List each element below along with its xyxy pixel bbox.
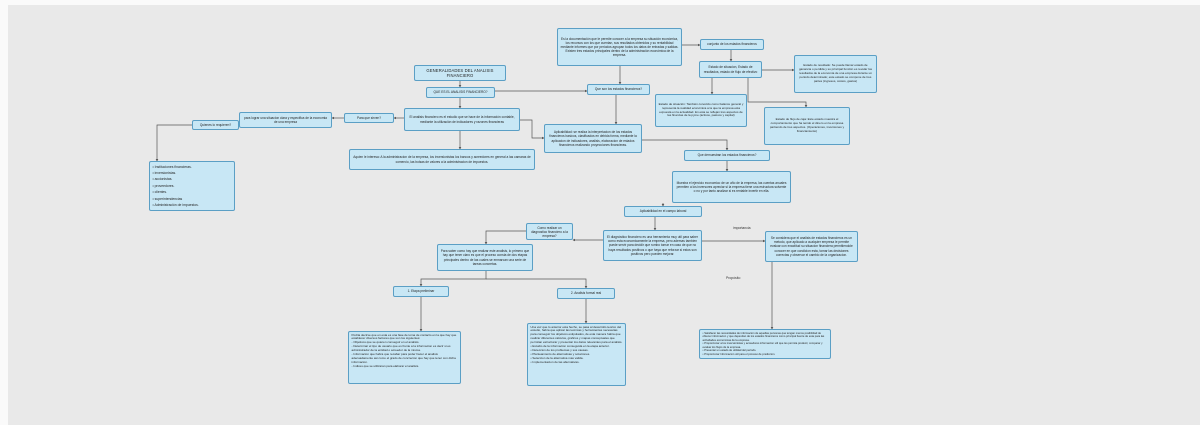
node-estado-flujo-caja[interactable]: Estado de flujo de caja: Este estado mue… bbox=[764, 107, 850, 145]
node-estado-de-situacion[interactable]: Estado de situación: También conocido co… bbox=[655, 94, 747, 127]
canvas-edge-left bbox=[0, 0, 8, 425]
node-campo-laboral[interactable]: Aplicabilidad en el campo laboral bbox=[624, 206, 702, 217]
node-que-son-estados[interactable]: Que son los estados financieros? bbox=[587, 84, 650, 95]
label-importancia: importancia bbox=[733, 226, 751, 230]
node-dos-etapas[interactable]: Para saber como hay que realizar este an… bbox=[437, 244, 533, 271]
node-muestra-ejercicio[interactable]: Muestra el ejercicio economico de un año… bbox=[672, 171, 791, 203]
connector bbox=[484, 230, 526, 245]
node-como-realizar-diagnostico[interactable]: Como realizar un diagnostico financiero … bbox=[526, 223, 573, 241]
connector bbox=[642, 139, 729, 151]
node-que-demuestran[interactable]: Que demuestran los estados financieros? bbox=[684, 150, 770, 161]
node-etapa-preliminar-detalle[interactable]: Podria decirse que en esta es una fase d… bbox=[348, 331, 461, 384]
node-para-lograr[interactable]: para lograr una situacion clara y especi… bbox=[239, 112, 332, 128]
node-analisis-formal[interactable]: 2. Analisis formal real bbox=[557, 288, 615, 299]
node-estados-financieros-definicion[interactable]: Es la documentación que le permite conoc… bbox=[557, 28, 682, 66]
node-proposito-lista[interactable]: • Satisfacer las necesidades de informac… bbox=[699, 329, 831, 359]
node-definicion-analisis[interactable]: El analisis financiero es el estudio que… bbox=[404, 108, 520, 131]
node-titulo-generalidades[interactable]: GENERALIDADES DEL ANALISIS FINANCIERO bbox=[414, 65, 506, 81]
node-etapa-preliminar[interactable]: 1. Etapa preliminar bbox=[393, 286, 449, 297]
node-para-que-sirven[interactable]: Para que sirven? bbox=[344, 113, 394, 123]
node-lista-interesados[interactable]: • Instituciones financieras. • inversion… bbox=[149, 161, 235, 212]
node-conjunto-estados[interactable]: conjunto de los estados financieros bbox=[700, 39, 764, 50]
connector bbox=[419, 271, 487, 287]
node-diagnostico-definicion[interactable]: El diagnóstico financiero es una herrami… bbox=[603, 230, 702, 261]
node-analisis-formal-detalle[interactable]: Una vez que lo anterior esta hecho, se p… bbox=[527, 323, 626, 386]
node-aplicabilidad[interactable]: Aplicabilidad: se realiza la interpretac… bbox=[544, 124, 642, 153]
node-estado-de-resultado[interactable]: Estado de resultado: Se puede llamar est… bbox=[794, 55, 877, 93]
connector bbox=[155, 124, 192, 162]
node-tres-estados[interactable]: Estado de situacion, Estado de resultado… bbox=[699, 61, 762, 78]
node-quienes-requieren[interactable]: Quienes lo requieren? bbox=[192, 120, 239, 130]
node-a-quien-interesa[interactable]: Aquien le interesa: A la administracion … bbox=[349, 149, 535, 170]
canvas-edge-top bbox=[0, 0, 1200, 5]
node-que-es-analisis[interactable]: QUE ES EL ANALISIS FINANCIERO? bbox=[426, 87, 495, 98]
label-proposito: Propósito bbox=[726, 276, 741, 280]
node-importancia-definicion[interactable]: Se considera que el analisis de estados … bbox=[765, 231, 858, 262]
connector bbox=[486, 278, 588, 289]
connector bbox=[520, 119, 545, 140]
